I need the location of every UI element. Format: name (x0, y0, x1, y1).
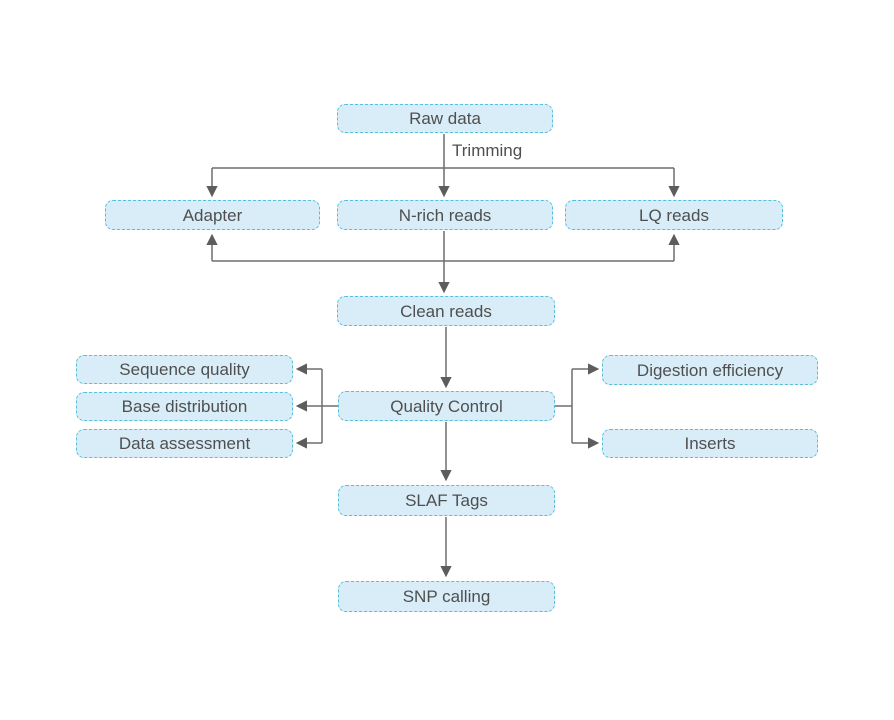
node-n-rich-reads: N-rich reads (337, 200, 553, 230)
node-base-distribution: Base distribution (76, 392, 293, 421)
edge-label-trimming: Trimming (452, 141, 523, 160)
node-lq-reads: LQ reads (565, 200, 783, 230)
node-inserts: Inserts (602, 429, 818, 458)
node-adapter: Adapter (105, 200, 320, 230)
node-digestion-efficiency: Digestion efficiency (602, 355, 818, 385)
node-raw-data: Raw data (337, 104, 553, 133)
node-snp-calling: SNP calling (338, 581, 555, 612)
node-data-assessment: Data assessment (76, 429, 293, 458)
node-sequence-quality: Sequence quality (76, 355, 293, 384)
node-slaf-tags: SLAF Tags (338, 485, 555, 516)
node-clean-reads: Clean reads (337, 296, 555, 326)
node-quality-control: Quality Control (338, 391, 555, 421)
